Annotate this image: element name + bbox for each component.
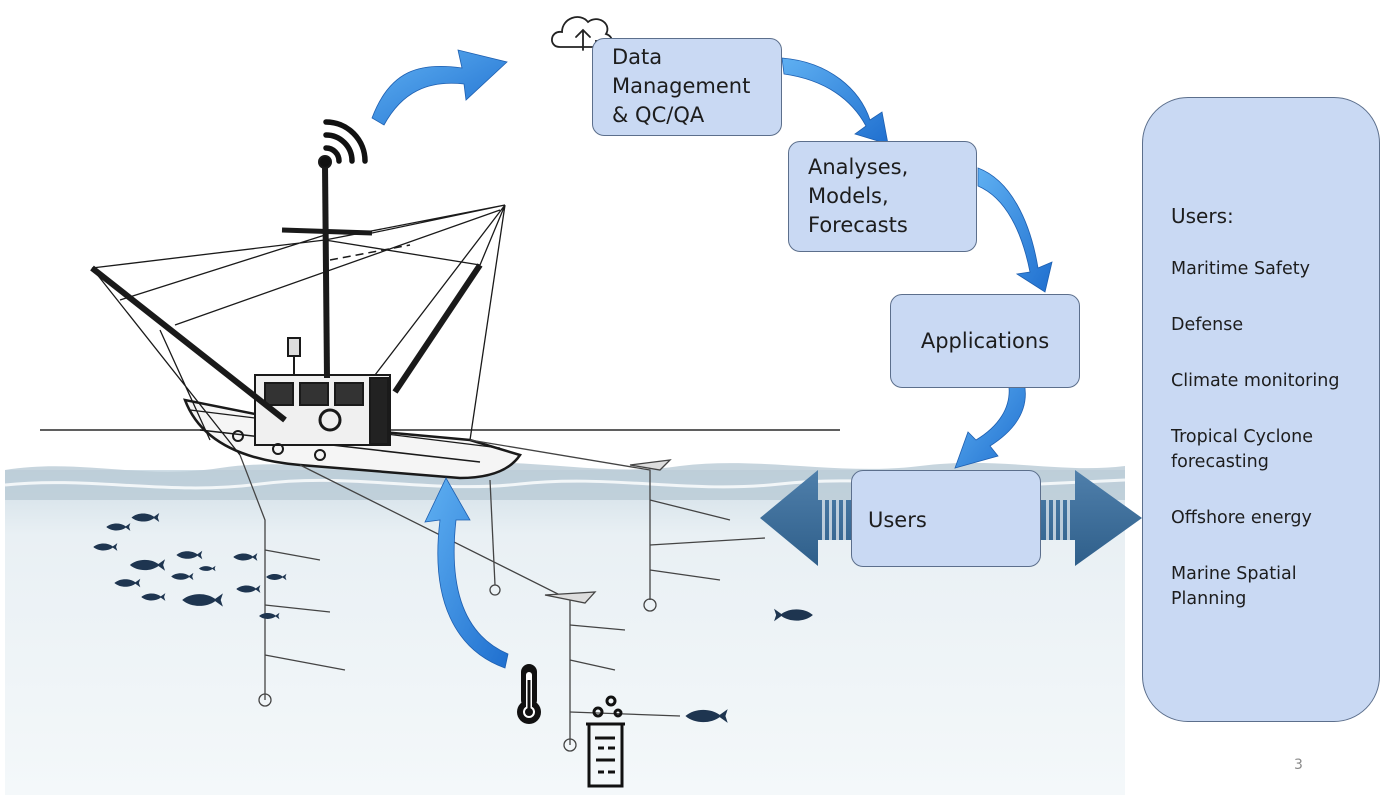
applications-label: Applications xyxy=(920,328,1050,353)
users-panel-item-line: Offshore energy xyxy=(1171,508,1312,528)
users-panel-item: Marine Spatial Planning xyxy=(1171,562,1379,612)
analyses-line-2: Models, xyxy=(808,184,889,208)
data-management-line-1: Data xyxy=(612,45,663,69)
users-panel-item: Defense xyxy=(1171,313,1379,338)
flow-arrows xyxy=(371,49,1053,669)
users-panel-item: Tropical Cyclone forecasting xyxy=(1171,425,1379,475)
thermometer-icon xyxy=(517,664,541,724)
users-panel-item: Offshore energy xyxy=(1171,506,1379,531)
arrow-data-to-analyses xyxy=(781,57,889,145)
beaker-icon xyxy=(586,695,625,788)
users-panel: Users: Maritime Safety Defense Climate m… xyxy=(1142,97,1380,722)
arrow-boat-to-data xyxy=(371,49,508,126)
fishing-boat-illustration xyxy=(90,155,522,480)
users-panel-item-line: Marine Spatial xyxy=(1171,564,1297,584)
data-management-line-3: & QC/QA xyxy=(612,103,705,127)
users-label: Users xyxy=(868,508,927,532)
applications-box: Applications xyxy=(890,294,1080,388)
analyses-line-1: Analyses, xyxy=(808,155,909,179)
data-management-box: Data Management & QC/QA xyxy=(592,38,782,136)
users-panel-item-line: Tropical Cyclone xyxy=(1171,427,1313,447)
longline-gear xyxy=(239,439,766,752)
arrow-apps-to-users xyxy=(954,374,1026,469)
users-box: Users xyxy=(851,470,1041,567)
users-panel-item-line: Defense xyxy=(1171,315,1244,335)
wifi-signal-icon xyxy=(322,119,368,165)
page-number: 3 xyxy=(1294,757,1303,773)
analyses-line-3: Forecasts xyxy=(808,213,908,237)
arrow-sensors-to-boat xyxy=(424,477,509,669)
users-panel-item-line: forecasting xyxy=(1171,452,1269,472)
double-arrow-users-panel xyxy=(760,470,1142,566)
users-panel-item: Maritime Safety xyxy=(1171,257,1379,282)
users-panel-item-line: Climate monitoring xyxy=(1171,371,1340,391)
analyses-box: Analyses, Models, Forecasts xyxy=(788,141,977,252)
users-panel-item: Climate monitoring xyxy=(1171,369,1379,394)
users-panel-title: Users: xyxy=(1171,204,1234,228)
arrow-analyses-to-apps xyxy=(977,167,1053,293)
users-panel-item-line: Planning xyxy=(1171,589,1247,609)
data-management-line-2: Management xyxy=(612,74,751,98)
users-panel-item-line: Maritime Safety xyxy=(1171,259,1310,279)
